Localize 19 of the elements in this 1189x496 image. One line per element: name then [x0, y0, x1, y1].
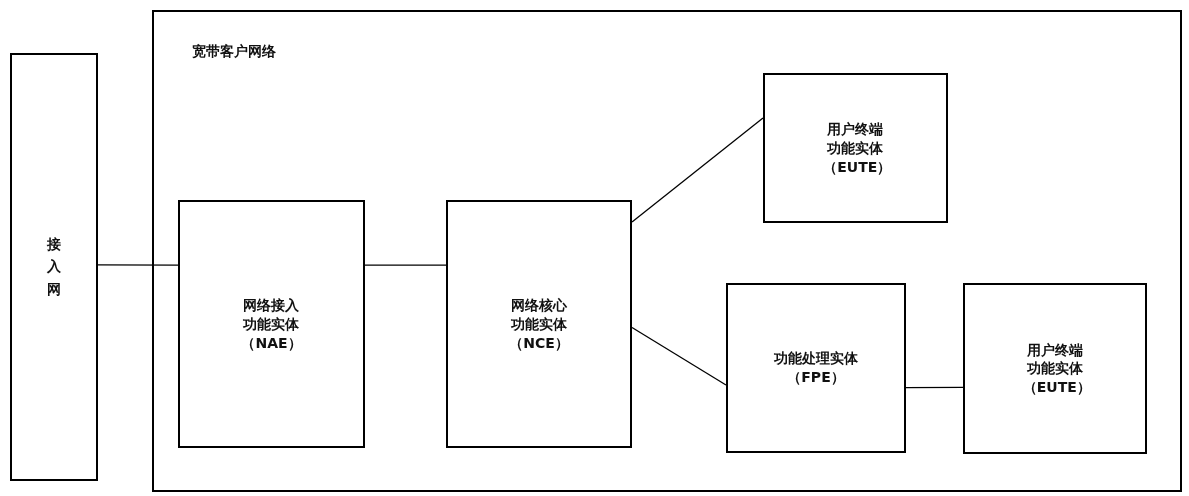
- connector-line: [97, 264, 179, 266]
- entity-label: 用户终端功能实体（EUTE）: [823, 119, 888, 177]
- connector-line: [905, 386, 964, 389]
- entity-box: [726, 283, 906, 453]
- connector-line: [364, 264, 447, 266]
- connector-line: [631, 117, 764, 223]
- connector-line: [631, 326, 727, 386]
- entity-box: [446, 200, 632, 448]
- entity-label: 功能处理实体（FPE）: [773, 349, 859, 387]
- entity-box: [763, 73, 948, 223]
- entity-label: 接入网: [47, 235, 61, 300]
- entity-box: [178, 200, 365, 448]
- entity-label: 网络接入功能实体（NAE）: [240, 295, 303, 353]
- group-heading: 宽带客户网络: [192, 42, 276, 61]
- entity-label: 网络核心功能实体（NCE）: [508, 295, 570, 353]
- group-frame: [152, 10, 1182, 492]
- entity-box: [10, 53, 98, 481]
- entity-label: 用户终端功能实体（EUTE）: [1022, 340, 1088, 397]
- entity-box: [963, 283, 1147, 454]
